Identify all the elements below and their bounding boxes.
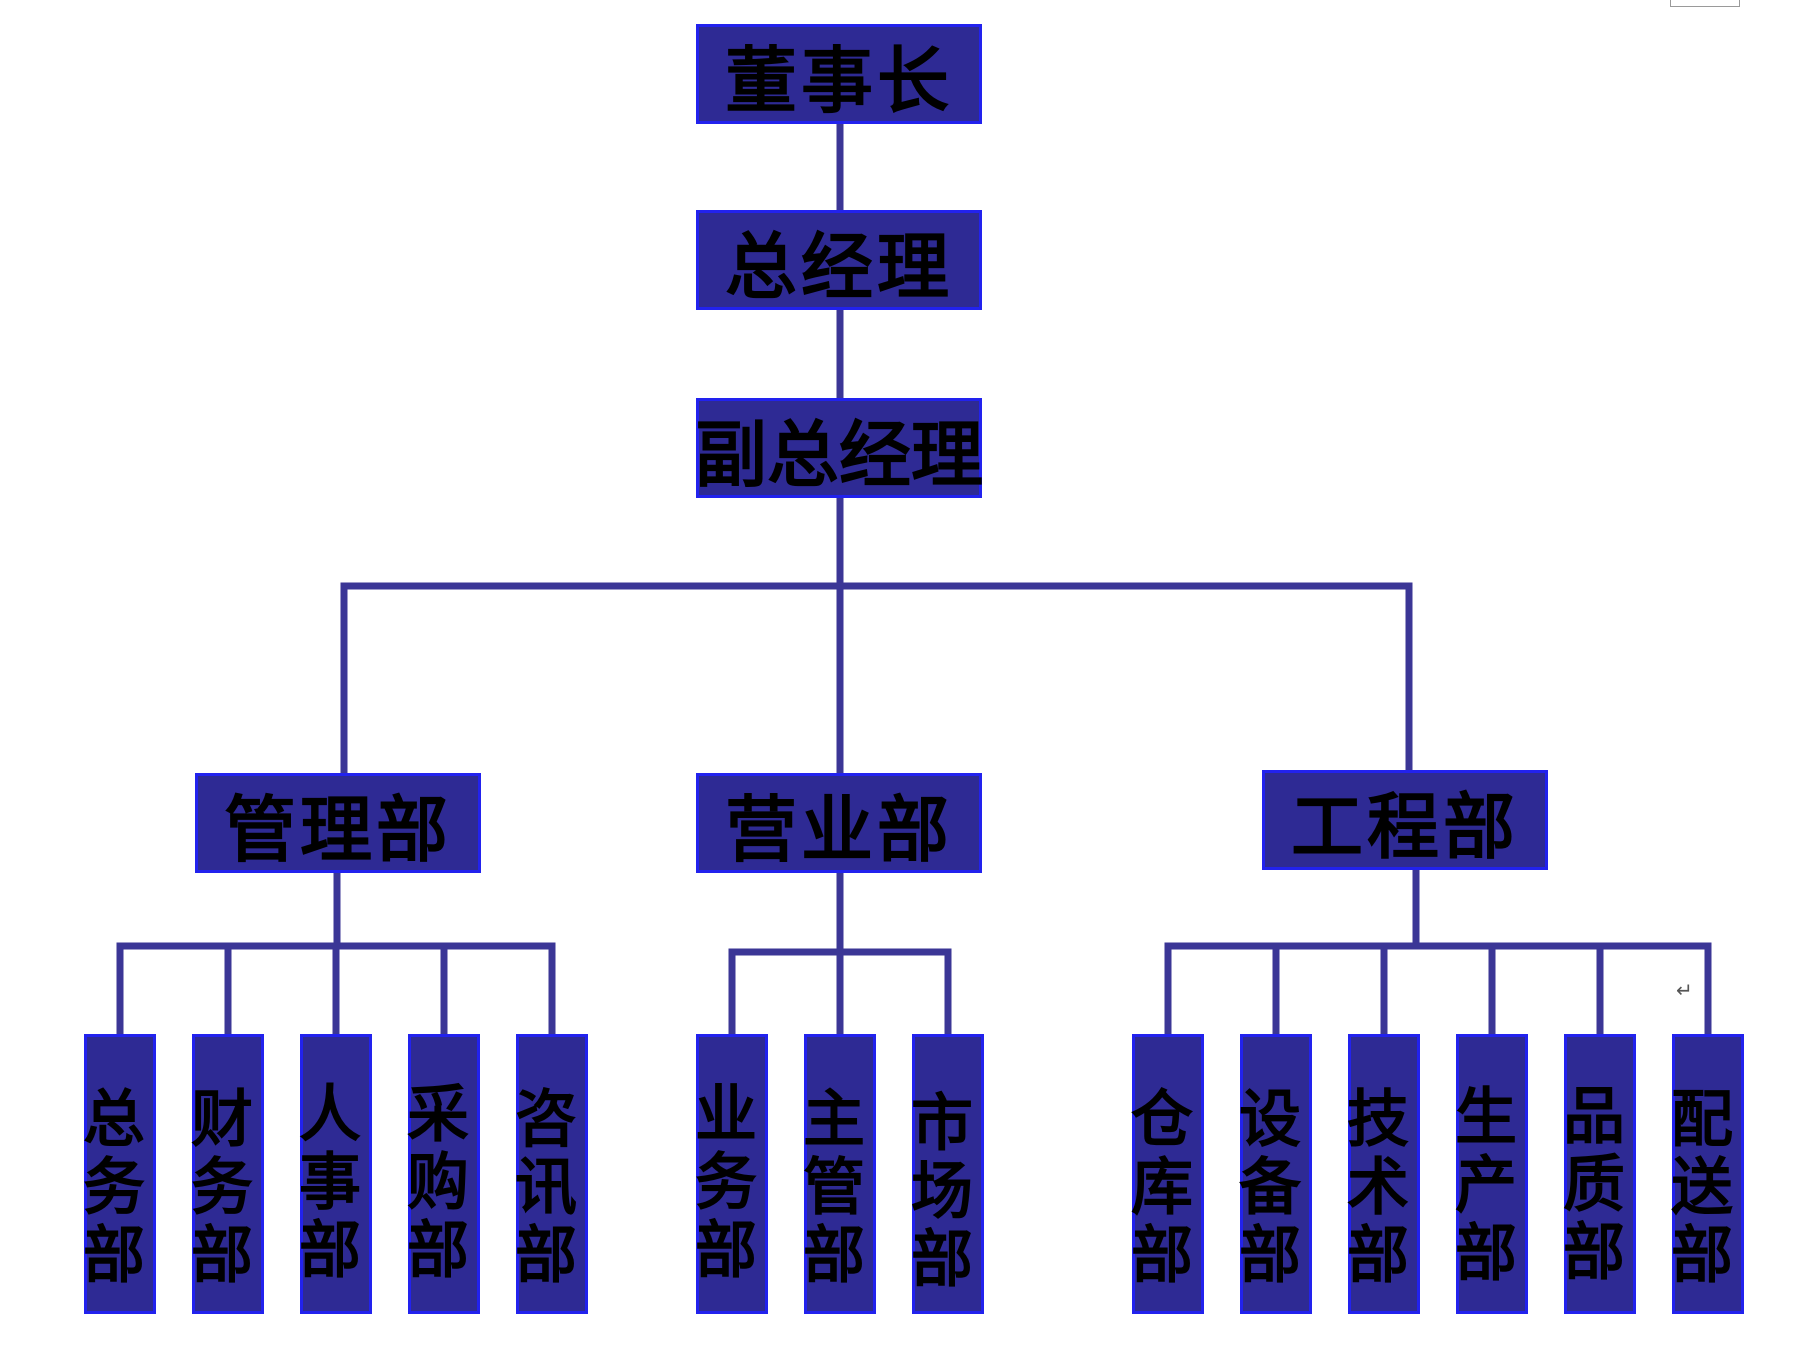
- box-production: 生产部: [1444, 1034, 1528, 1314]
- box-supervisor: 主管部: [792, 1034, 876, 1314]
- page-corner-mark: [1670, 0, 1740, 7]
- return-symbol: ↵: [1676, 978, 1693, 1002]
- box-equipment: 设备部: [1228, 1034, 1312, 1314]
- box-general-affairs: 总务部: [72, 1034, 156, 1314]
- box-finance: 财务部: [180, 1034, 264, 1314]
- box-warehouse: 仓库部: [1120, 1034, 1204, 1314]
- box-delivery: 配送部: [1660, 1034, 1744, 1314]
- box-chairman: 董事长: [696, 24, 982, 124]
- box-quality: 品质部: [1552, 1034, 1636, 1314]
- box-hr: 人事部: [288, 1034, 372, 1314]
- box-general-manager: 总经理: [696, 210, 982, 310]
- box-technical: 技术部: [1336, 1034, 1420, 1314]
- box-purchasing: 采购部: [396, 1034, 480, 1314]
- box-engineering-dept: 工程部: [1262, 770, 1548, 870]
- box-sales-dept: 营业部: [696, 773, 982, 873]
- box-business: 业务部: [684, 1034, 768, 1314]
- box-deputy-general-manager: 副总经理: [695, 398, 983, 498]
- box-management-dept: 管理部: [195, 773, 481, 873]
- box-market: 市场部: [900, 1034, 984, 1314]
- box-consulting: 咨讯部: [504, 1034, 588, 1314]
